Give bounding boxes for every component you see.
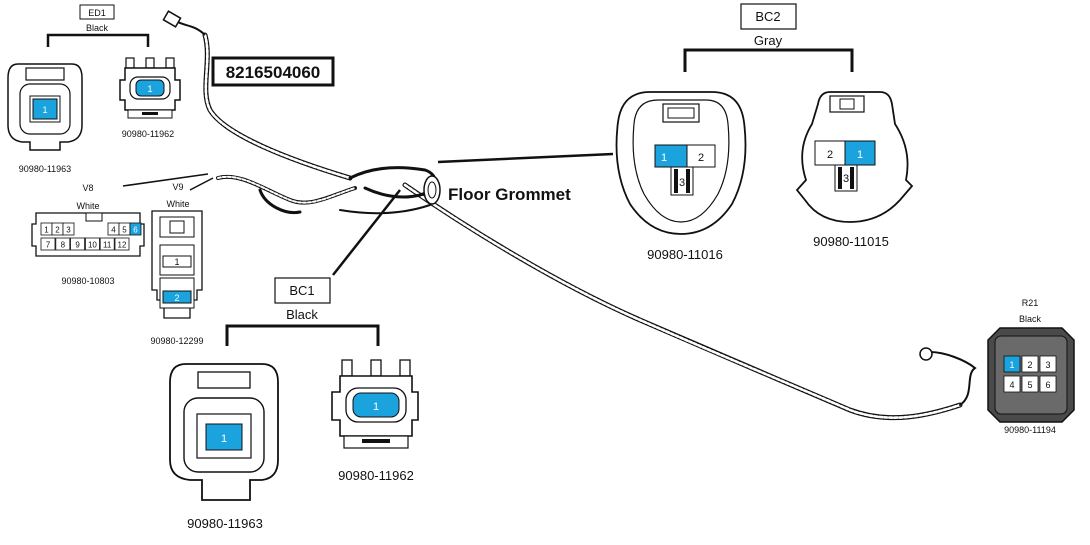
r21-color: Black xyxy=(1019,314,1042,324)
r21-pin-label: 5 xyxy=(1027,380,1032,390)
bc1-color: Black xyxy=(286,307,318,322)
v8-pin-label: 2 xyxy=(55,226,60,235)
v8-pin-10 xyxy=(85,237,100,251)
v8-pin-label: 10 xyxy=(88,241,97,250)
r21-name: R21 xyxy=(1022,298,1039,308)
ed1-color: Black xyxy=(86,23,109,33)
v9-color: White xyxy=(166,199,189,209)
ed1-female-part: 90980-11963 xyxy=(19,164,71,174)
bc1-group: BC1 Black xyxy=(225,277,380,346)
svg-text:1: 1 xyxy=(661,152,667,164)
bc2-female-connector: 1 2 3 xyxy=(615,91,747,235)
v8-name: V8 xyxy=(82,183,93,193)
bc1-female-pin-1 xyxy=(205,423,243,451)
svg-text:1: 1 xyxy=(221,433,227,445)
bc2-group: BC2 Gray xyxy=(683,3,854,72)
ed1-group: ED1 Black xyxy=(46,4,150,47)
r21-pin-label: 3 xyxy=(1045,360,1050,370)
bc1-female-part: 90980-11963 xyxy=(187,516,263,531)
r21-pin-4 xyxy=(1003,375,1021,393)
bc2-male-part: 90980-11015 xyxy=(813,234,889,249)
v8-pin-label: 1 xyxy=(44,226,49,235)
r21-connector: 1 2 3 4 5 6 xyxy=(987,327,1075,423)
svg-text:2: 2 xyxy=(827,149,833,161)
harness-part-number-text: 8216504060 xyxy=(226,63,321,82)
v8-pin-8 xyxy=(55,237,71,251)
r21-pin-3 xyxy=(1039,355,1057,373)
r21-pin-label: 1 xyxy=(1009,360,1014,370)
v9-part: 90980-12299 xyxy=(150,336,203,346)
svg-text:3: 3 xyxy=(679,177,685,189)
v8-color: White xyxy=(76,201,99,211)
bc2-female-pin-2 xyxy=(686,144,716,168)
svg-text:1: 1 xyxy=(373,401,379,413)
bc1-female-connector: 1 xyxy=(169,363,279,501)
r21-pin-5 xyxy=(1021,375,1039,393)
wire-harness xyxy=(202,32,977,421)
r21-pin-label: 6 xyxy=(1045,380,1050,390)
v8-pin-11 xyxy=(99,237,115,251)
bc1-name: BC1 xyxy=(289,283,314,298)
v8-pin-label: 9 xyxy=(75,241,80,250)
v8-part: 90980-10803 xyxy=(61,276,114,286)
v8-pin-12 xyxy=(114,237,130,251)
v8-pin-9 xyxy=(70,237,85,251)
v8-pin-label: 3 xyxy=(66,226,71,235)
bc1-male-part: 90980-11962 xyxy=(338,468,414,483)
floor-grommet xyxy=(423,175,441,205)
svg-text:1: 1 xyxy=(174,257,179,267)
v9-name: V9 xyxy=(172,182,183,192)
svg-text:2: 2 xyxy=(698,152,704,164)
bc1-male-connector: 1 xyxy=(331,359,419,449)
r21-pin-6 xyxy=(1039,375,1057,393)
ed1-female-pin-1 xyxy=(32,98,58,120)
v9-pin-1 xyxy=(162,255,192,268)
v8-pin-label: 6 xyxy=(133,226,138,235)
bc2-female-part: 90980-11016 xyxy=(647,247,723,262)
r21-pin-label: 2 xyxy=(1027,360,1032,370)
ed1-name: ED1 xyxy=(88,8,106,18)
r21-pin-2 xyxy=(1021,355,1039,373)
svg-text:2: 2 xyxy=(174,293,179,303)
harness-part-number: 8216504060 xyxy=(211,56,335,87)
bc2-male-pin-1 xyxy=(844,140,876,166)
ed1-male-part: 90980-11962 xyxy=(122,129,174,139)
floor-grommet-label: Floor Grommet xyxy=(448,185,571,204)
ed1-male-connector: 1 xyxy=(119,57,181,119)
v8-pin-7 xyxy=(40,237,56,251)
leader-lines xyxy=(122,152,614,276)
bc2-male-connector: 2 1 3 xyxy=(795,91,914,223)
svg-text:1: 1 xyxy=(857,149,863,161)
r21-pin-label: 4 xyxy=(1009,380,1014,390)
v9-connector: 1 2 xyxy=(151,210,203,319)
bc2-color: Gray xyxy=(754,33,783,48)
svg-text:1: 1 xyxy=(42,105,47,115)
v8-pin-label: 7 xyxy=(46,241,51,250)
r21-pin-1 xyxy=(1003,355,1021,373)
bc2-female-pin-1 xyxy=(654,144,688,168)
ed1-harness-end-connector xyxy=(162,10,206,36)
ed1-male-pin-1 xyxy=(135,79,165,97)
v9-pin-2 xyxy=(162,290,192,304)
ed1-female-connector: 1 xyxy=(7,63,83,151)
v8-pin-label: 4 xyxy=(111,226,116,235)
r21-part: 90980-11194 xyxy=(1004,425,1056,435)
bc2-name: BC2 xyxy=(755,9,780,24)
bc1-male-pin-1 xyxy=(352,392,400,418)
v8-pin-6 xyxy=(129,222,142,236)
v8-pin-label: 8 xyxy=(61,241,66,250)
v8-pin-label: 12 xyxy=(118,241,127,250)
v8-pin-label: 11 xyxy=(103,241,112,250)
r21-harness-end-connector xyxy=(919,347,933,361)
svg-text:3: 3 xyxy=(843,173,849,185)
svg-text:1: 1 xyxy=(147,84,152,94)
v8-pin-3 xyxy=(62,222,75,236)
r21-pin-grid: 1 2 3 4 5 6 xyxy=(1003,355,1057,393)
v8-pin-label: 5 xyxy=(122,226,127,235)
